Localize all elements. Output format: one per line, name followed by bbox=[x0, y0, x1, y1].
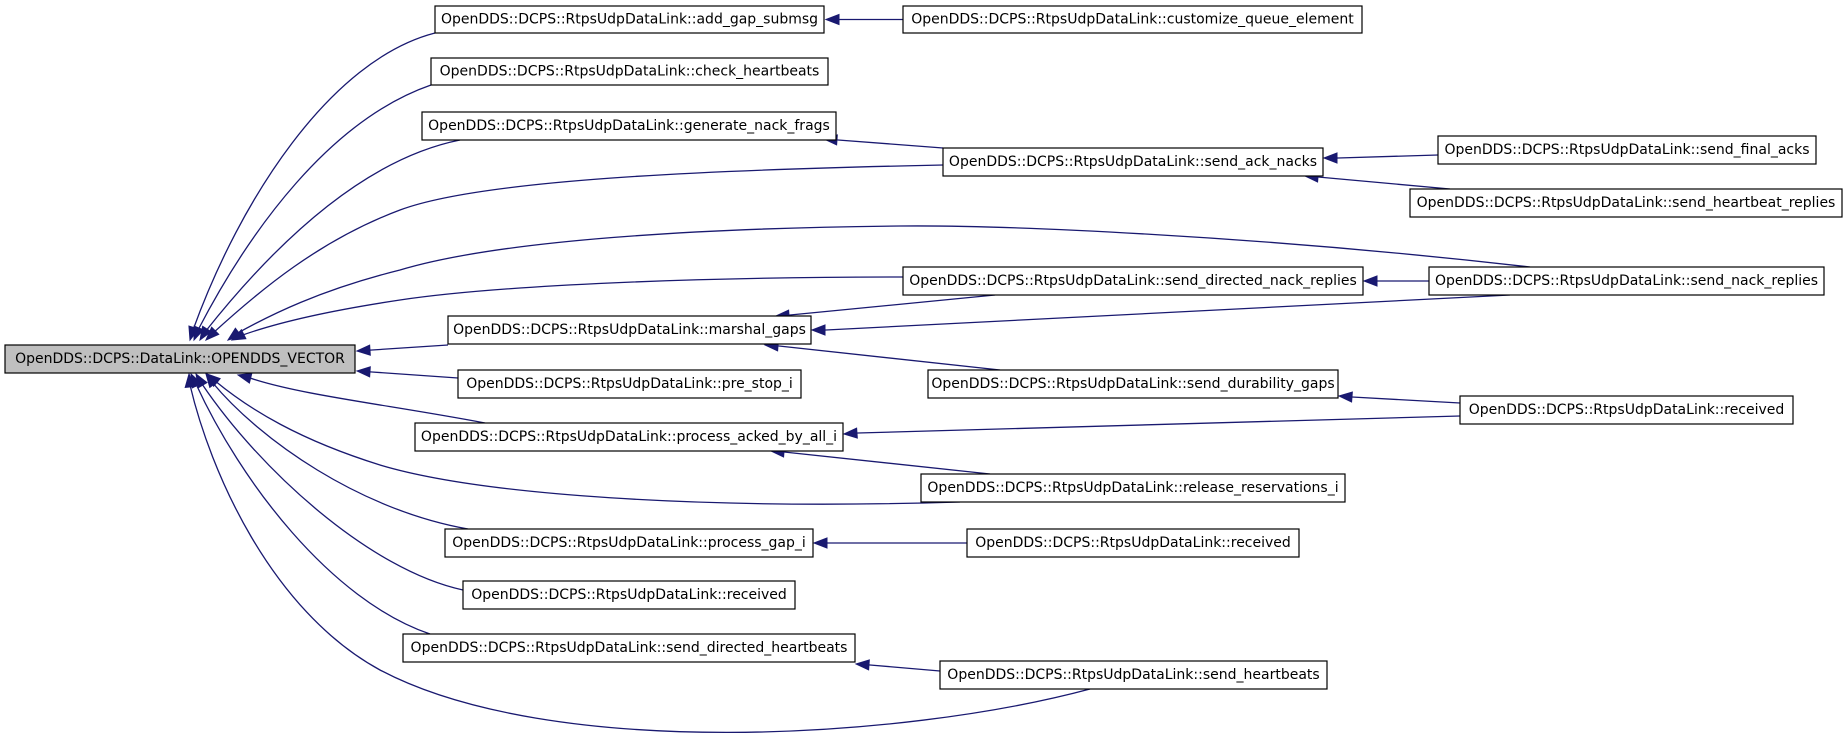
node-pre-stop-i[interactable]: OpenDDS::DCPS::RtpsUdpDataLink::pre_stop… bbox=[457, 369, 802, 399]
arrowhead-icon bbox=[193, 325, 205, 342]
arrowhead-icon bbox=[205, 372, 219, 389]
node-received-1[interactable]: OpenDDS::DCPS::RtpsUdpDataLink::received bbox=[1459, 395, 1794, 425]
node-release-reservations-i[interactable]: OpenDDS::DCPS::RtpsUdpDataLink::release_… bbox=[920, 473, 1346, 503]
node-add-gap-submsg[interactable]: OpenDDS::DCPS::RtpsUdpDataLink::add_gap_… bbox=[434, 5, 825, 34]
node-label: OpenDDS::DCPS::RtpsUdpDataLink::marshal_… bbox=[453, 322, 806, 338]
edge-received_1-to-send_durability_gaps bbox=[1351, 396, 1461, 404]
edge-send_directed_nack_replies-to-root bbox=[239, 276, 904, 337]
edge-send_nack_replies-to-marshal_gaps bbox=[825, 294, 1511, 331]
node-label: OpenDDS::DCPS::RtpsUdpDataLink::send_dir… bbox=[411, 640, 848, 656]
arrowhead-icon bbox=[199, 325, 213, 342]
node-label: OpenDDS::DCPS::RtpsUdpDataLink::received bbox=[975, 535, 1291, 551]
node-send-directed-nack-replies[interactable]: OpenDDS::DCPS::RtpsUdpDataLink::send_dir… bbox=[902, 266, 1364, 296]
edge-send_heartbeats-to-root bbox=[189, 384, 1091, 734]
node-label: OpenDDS::DCPS::RtpsUdpDataLink::send_dur… bbox=[931, 376, 1334, 392]
edge-pre_stop_i-to-root bbox=[371, 371, 459, 379]
edge-send_directed_nack_replies-to-marshal_gaps bbox=[789, 294, 996, 316]
node-send-ack-nacks[interactable]: OpenDDS::DCPS::RtpsUdpDataLink::send_ack… bbox=[942, 147, 1324, 177]
edge-generate_nack_frags-to-root bbox=[204, 139, 461, 333]
node-process-acked-by-all-i[interactable]: OpenDDS::DCPS::RtpsUdpDataLink::process_… bbox=[414, 422, 844, 452]
node-label: OpenDDS::DCPS::RtpsUdpDataLink::process_… bbox=[452, 535, 806, 551]
arrowhead-icon bbox=[812, 537, 828, 549]
node-label: OpenDDS::DCPS::RtpsUdpDataLink::received bbox=[471, 587, 787, 603]
edge-send_ack_nacks-to-generate_nack_frags bbox=[837, 139, 944, 149]
node-send-durability-gaps[interactable]: OpenDDS::DCPS::RtpsUdpDataLink::send_dur… bbox=[927, 369, 1339, 399]
edge-send_durability_gaps-to-marshal_gaps bbox=[778, 345, 1001, 371]
arrowhead-icon bbox=[854, 659, 870, 671]
edge-release_reservations_i-to-process_acked_by_all_i bbox=[783, 451, 991, 475]
arrowhead-icon bbox=[230, 328, 247, 341]
arrowhead-icon bbox=[355, 344, 371, 356]
arrowhead-icon bbox=[1337, 391, 1353, 403]
node-generate-nack-frags[interactable]: OpenDDS::DCPS::RtpsUdpDataLink::generate… bbox=[421, 111, 837, 141]
node-label: OpenDDS::DCPS::RtpsUdpDataLink::check_he… bbox=[440, 64, 820, 80]
edge-send_heartbeat_replies-to-send_ack_nacks bbox=[1317, 176, 1451, 190]
node-label: OpenDDS::DCPS::RtpsUdpDataLink::received bbox=[1469, 402, 1785, 418]
edge-process_gap_i-to-root bbox=[211, 381, 469, 530]
node-label: OpenDDS::DCPS::RtpsUdpDataLink::send_hea… bbox=[1417, 195, 1836, 211]
node-check-heartbeats[interactable]: OpenDDS::DCPS::RtpsUdpDataLink::check_he… bbox=[430, 57, 829, 86]
node-send-heartbeats[interactable]: OpenDDS::DCPS::RtpsUdpDataLink::send_hea… bbox=[939, 660, 1328, 690]
arrowhead-icon bbox=[842, 427, 858, 439]
arrowhead-icon bbox=[1322, 152, 1338, 164]
edges-layer bbox=[184, 13, 1531, 734]
edge-check_heartbeats-to-root bbox=[197, 84, 432, 331]
node-label: OpenDDS::DCPS::RtpsUdpDataLink::process_… bbox=[421, 429, 837, 445]
edge-add_gap_submsg-to-root bbox=[192, 32, 436, 331]
node-send-final-acks[interactable]: OpenDDS::DCPS::RtpsUdpDataLink::send_fin… bbox=[1437, 135, 1817, 165]
edge-release_reservations_i-to-root bbox=[213, 379, 961, 505]
arrowhead-icon bbox=[236, 372, 253, 384]
node-label: OpenDDS::DCPS::RtpsUdpDataLink::send_hea… bbox=[947, 667, 1319, 683]
node-label: OpenDDS::DCPS::RtpsUdpDataLink::release_… bbox=[927, 480, 1338, 496]
edge-received_1-to-process_acked_by_all_i bbox=[857, 415, 1461, 434]
node-label: OpenDDS::DCPS::RtpsUdpDataLink::pre_stop… bbox=[466, 376, 793, 392]
arrowhead-icon bbox=[355, 366, 371, 378]
node-label: OpenDDS::DCPS::RtpsUdpDataLink::send_dir… bbox=[909, 273, 1357, 289]
node-send-directed-heartbeats[interactable]: OpenDDS::DCPS::RtpsUdpDataLink::send_dir… bbox=[402, 633, 856, 663]
node-send-heartbeat-replies[interactable]: OpenDDS::DCPS::RtpsUdpDataLink::send_hea… bbox=[1409, 188, 1843, 218]
node-root[interactable]: OpenDDS::DCPS::DataLink::OPENDDS_VECTOR bbox=[4, 344, 356, 374]
edge-send_heartbeats-to-send_directed_heartbeats bbox=[869, 664, 941, 672]
node-label: OpenDDS::DCPS::RtpsUdpDataLink::add_gap_… bbox=[441, 12, 818, 28]
edge-send_nack_replies-to-root bbox=[235, 225, 1531, 335]
node-process-gap-i[interactable]: OpenDDS::DCPS::RtpsUdpDataLink::process_… bbox=[444, 528, 814, 558]
node-label: OpenDDS::DCPS::RtpsUdpDataLink::send_fin… bbox=[1444, 142, 1809, 158]
node-customize-queue-element[interactable]: OpenDDS::DCPS::RtpsUdpDataLink::customiz… bbox=[902, 5, 1363, 34]
node-label: OpenDDS::DCPS::RtpsUdpDataLink::customiz… bbox=[911, 12, 1354, 28]
edge-process_acked_by_all_i-to-root bbox=[249, 377, 486, 424]
node-label: OpenDDS::DCPS::RtpsUdpDataLink::generate… bbox=[428, 118, 830, 134]
edge-marshal_gaps-to-root bbox=[371, 344, 449, 351]
edge-send_final_acks-to-send_ack_nacks bbox=[1337, 154, 1439, 159]
node-label: OpenDDS::DCPS::DataLink::OPENDDS_VECTOR bbox=[15, 351, 345, 367]
edge-send_directed_heartbeats-to-root bbox=[195, 383, 431, 635]
node-received-2[interactable]: OpenDDS::DCPS::RtpsUdpDataLink::received bbox=[966, 528, 1300, 558]
nodes-layer: OpenDDS::DCPS::DataLink::OPENDDS_VECTOR … bbox=[4, 5, 1843, 690]
node-received-3[interactable]: OpenDDS::DCPS::RtpsUdpDataLink::received bbox=[462, 580, 796, 610]
node-marshal-gaps[interactable]: OpenDDS::DCPS::RtpsUdpDataLink::marshal_… bbox=[447, 315, 812, 345]
edge-received_3-to-root bbox=[201, 383, 464, 591]
arrowhead-icon bbox=[824, 13, 840, 26]
node-send-nack-replies[interactable]: OpenDDS::DCPS::RtpsUdpDataLink::send_nac… bbox=[1428, 266, 1825, 296]
arrowhead-icon bbox=[205, 326, 220, 341]
node-label: OpenDDS::DCPS::RtpsUdpDataLink::send_nac… bbox=[1435, 273, 1818, 289]
arrowhead-icon bbox=[810, 324, 826, 336]
arrowhead-icon bbox=[1362, 275, 1378, 287]
node-label: OpenDDS::DCPS::RtpsUdpDataLink::send_ack… bbox=[949, 154, 1317, 170]
edge-send_ack_nacks-to-root bbox=[211, 164, 944, 335]
arrowhead-icon bbox=[184, 372, 196, 388]
